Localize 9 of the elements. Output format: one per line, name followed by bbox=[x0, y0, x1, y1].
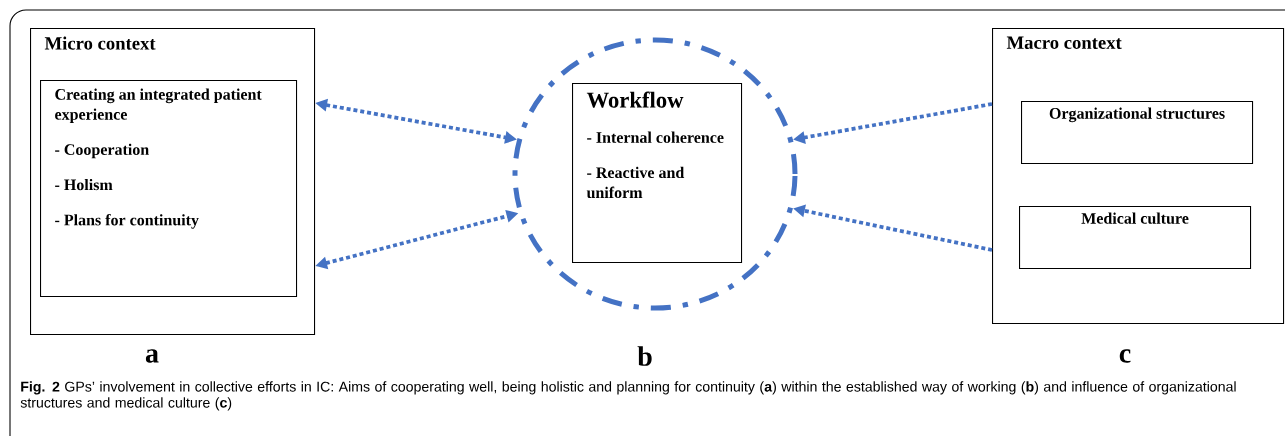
process-box: Workflow - Internal coherence - Reactive and uniform bbox=[572, 83, 743, 264]
process-box: Medical culture bbox=[1019, 206, 1252, 270]
process-box: Organizational structures bbox=[1021, 101, 1254, 165]
dash-dot-circle bbox=[512, 37, 798, 311]
caption: Fig. 2 GPs’ involvement in collective efforts in IC: Aims of cooperating well, being holistic and planning for continuity (a) within the established way of working (b) and influence of organizational structures and medical culture (c) bbox=[20, 381, 1236, 411]
panel-letter: a bbox=[145, 349, 159, 363]
panel-letter: b bbox=[637, 346, 652, 366]
panel-letter: c bbox=[1119, 349, 1131, 363]
process-box: Creating an integrated patient experience - Cooperation - Holism - Plans for continuity bbox=[40, 80, 298, 298]
